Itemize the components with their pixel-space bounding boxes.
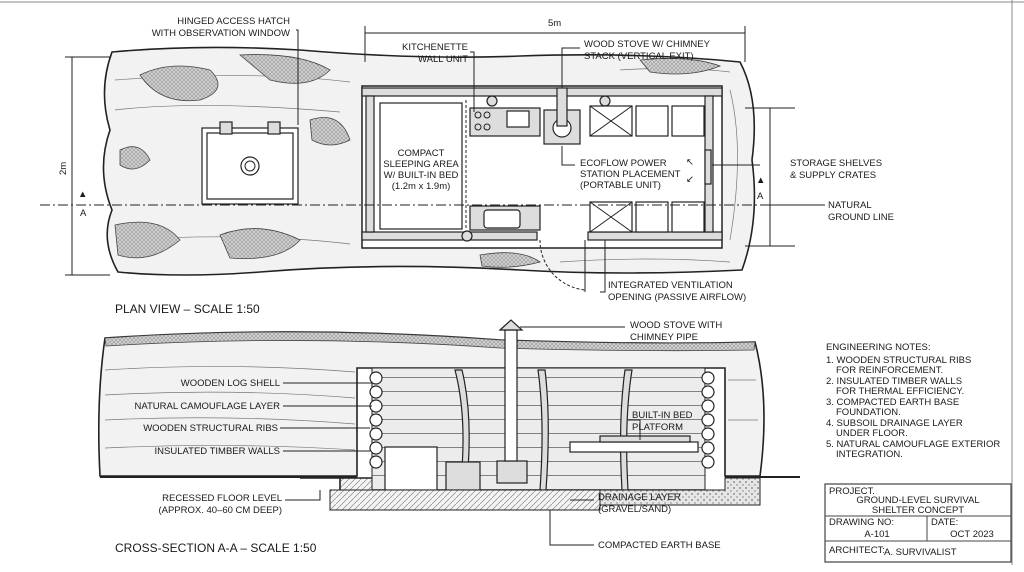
label-shell: WOODEN LOG SHELL <box>181 378 280 389</box>
airflow-icon: ↖ <box>686 157 694 168</box>
note-item: 2. INSULATED TIMBER WALLS <box>826 376 962 387</box>
label-hatch: HINGED ACCESS HATCH <box>177 16 290 27</box>
camouflage-layer <box>104 331 756 352</box>
label-storage: STORAGE SHELVES <box>790 158 882 169</box>
architect-label: ARCHITECT: <box>829 545 885 556</box>
title-block: PROJECT. GROUND-LEVEL SURVIVAL SHELTER C… <box>824 483 1012 563</box>
note-item: FOR THERMAL EFFICIENCY. <box>836 386 964 397</box>
label-ground: GROUND LINE <box>828 212 894 223</box>
label-camo: NATURAL CAMOUFLAGE LAYER <box>134 401 280 412</box>
section-stove <box>496 460 528 484</box>
label-kitchen: KITCHENETTE <box>402 42 468 53</box>
label-walls: INSULATED TIMBER WALLS <box>155 446 280 457</box>
plan-labels: HINGED ACCESS HATCH WITH OBSERVATION WIN… <box>115 16 894 316</box>
label-bed: COMPACT <box>398 148 445 159</box>
vent-opening <box>704 149 712 185</box>
bed <box>379 102 463 230</box>
note-item: 3. COMPACTED EARTH BASE <box>826 397 959 408</box>
plan-view-title: PLAN VIEW – SCALE 1:50 <box>115 302 260 316</box>
notes-heading: ENGINEERING NOTES: <box>826 342 931 353</box>
label-drain: (GRAVEL/SAND) <box>598 504 671 515</box>
note-item: INTEGRATION. <box>836 449 903 460</box>
date-label: DATE: <box>931 517 958 528</box>
dimension-length-label: 5m <box>548 18 561 29</box>
dimension-width-label: 2m <box>58 162 69 175</box>
label-section-bed: PLATFORM <box>632 422 683 433</box>
section-labels: WOODEN LOG SHELL NATURAL CAMOUFLAGE LAYE… <box>115 320 722 555</box>
ecoflow-power-station <box>483 209 521 229</box>
drawing-no-label: DRAWING NO: <box>829 517 894 528</box>
label-section-bed: BUILT-IN BED <box>632 410 693 421</box>
label-floor: (APPROX. 40–60 CM DEEP) <box>158 505 282 516</box>
section-arrow-icon: ▲ <box>756 175 765 186</box>
chimney-cap <box>498 319 524 331</box>
top-wall <box>361 87 723 97</box>
label-bed: SLEEPING AREA <box>383 159 459 170</box>
cross-section: WOODEN LOG SHELL NATURAL CAMOUFLAGE LAYE… <box>97 319 800 555</box>
label-ecoflow: STATION PLACEMENT <box>580 169 681 180</box>
section-title: CROSS-SECTION A-A – SCALE 1:50 <box>115 541 317 555</box>
section-arrow-icon: ▲ <box>78 189 87 200</box>
note-item: FOR REINFORCEMENT. <box>836 365 943 376</box>
dimension-2m: 2m <box>58 56 110 276</box>
wood-grain <box>114 68 738 263</box>
section-kitchenette <box>384 446 438 491</box>
label-ground: NATURAL <box>828 200 872 211</box>
label-ecoflow: (PORTABLE UNIT) <box>580 180 661 191</box>
label-earth: COMPACTED EARTH BASE <box>598 540 721 551</box>
label-vent: INTEGRATED VENTILATION <box>608 280 733 291</box>
bed-platform <box>569 441 699 453</box>
note-item: 5. NATURAL CAMOUFLAGE EXTERIOR <box>826 439 1000 450</box>
compacted-earth-base <box>329 489 601 511</box>
label-kitchen: WALL UNIT <box>418 54 468 65</box>
label-hatch: WITH OBSERVATION WINDOW <box>152 28 290 39</box>
drawing-no: A-101 <box>864 529 889 540</box>
door-swing <box>539 239 586 291</box>
access-hatch <box>201 121 299 205</box>
label-floor: RECESSED FLOOR LEVEL <box>162 493 282 504</box>
label-section-stove: WOOD STOVE WITH <box>630 320 722 331</box>
label-storage: & SUPPLY CRATES <box>790 170 876 181</box>
note-item: 4. SUBSOIL DRAINAGE LAYER <box>826 418 963 429</box>
chimney-stack <box>556 87 568 127</box>
section-marker-left: A <box>80 208 87 219</box>
camouflage-patches <box>114 54 722 268</box>
label-vent: OPENING (PASSIVE AIRFLOW) <box>608 292 746 303</box>
architect: A. SURVIVALIST <box>884 547 957 558</box>
bottom-wall-left <box>361 231 538 241</box>
project-name: GROUND-LEVEL SURVIVAL <box>856 495 979 506</box>
note-item: 1. WOODEN STRUCTURAL RIBS <box>826 355 971 366</box>
label-section-stove: CHIMNEY PIPE <box>630 332 698 343</box>
dimension-5m: 5m <box>364 18 746 62</box>
note-item: FOUNDATION. <box>836 407 901 418</box>
engineering-notes: ENGINEERING NOTES: 1. WOODEN STRUCTURAL … <box>826 342 1000 460</box>
section-oven <box>445 461 481 491</box>
section-marker-right: A <box>757 191 764 202</box>
label-bed: W/ BUILT-IN BED <box>384 170 459 181</box>
airflow-icon: ↙ <box>686 174 694 185</box>
storage-crates <box>589 105 705 233</box>
label-stove: WOOD STOVE W/ CHIMNEY <box>584 39 711 50</box>
project-name: SHELTER CONCEPT <box>872 505 964 516</box>
date: OCT 2023 <box>950 529 994 540</box>
bottom-wall-right <box>587 231 723 241</box>
wall-logs <box>369 371 715 469</box>
chimney-pipe <box>504 329 518 462</box>
label-ecoflow: ECOFLOW POWER <box>580 158 667 169</box>
label-drain: DRAINAGE LAYER <box>598 492 681 503</box>
note-item: UNDER FLOOR. <box>836 428 908 439</box>
label-ribs: WOODEN STRUCTURAL RIBS <box>143 423 278 434</box>
label-stove: STACK (VERTICAL EXIT) <box>584 51 694 62</box>
project-label: PROJECT. <box>829 486 875 497</box>
plan-view: ↖ ↙ 5m 2m ▲ A ▲ A HINGED ACCESS HATCH WI… <box>40 16 894 316</box>
label-bed: (1.2m x 1.9m) <box>392 181 451 192</box>
